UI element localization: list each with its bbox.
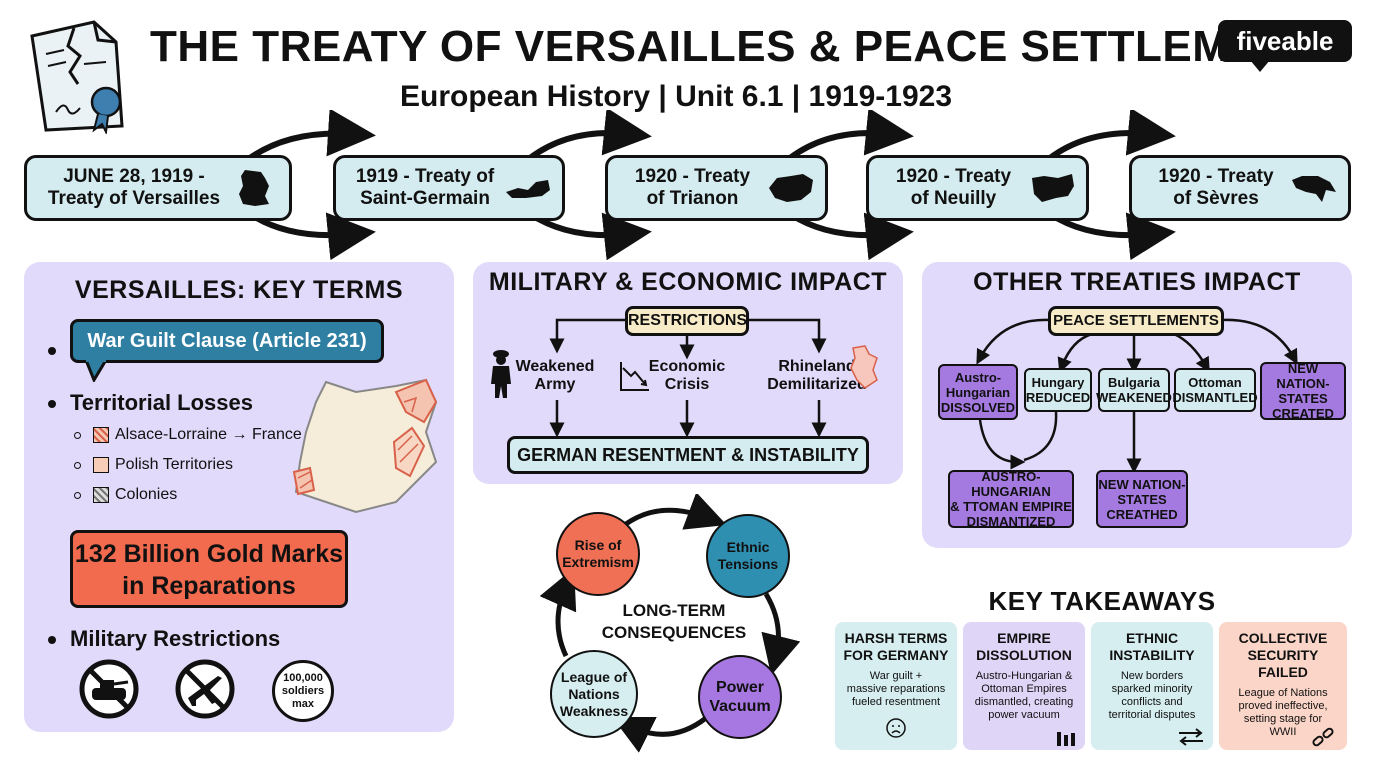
hatched-swatch-icon [93, 427, 109, 443]
timeline-treaty: Saint-Germain [360, 188, 490, 209]
declining-chart-icon [620, 362, 649, 391]
page-title: THE TREATY OF VERSAILLES & PEACE SETTLEM… [150, 22, 1349, 71]
no-aircraft-icon [175, 659, 235, 719]
timeline-date: 1920 - Treaty [1158, 166, 1274, 187]
turkey-map-icon [1292, 176, 1336, 202]
loss-item-colonies: Colonies [74, 486, 177, 504]
war-guilt-label: War Guilt Clause (Article 231) [87, 330, 367, 352]
key-takeaways-title: KEY TAKEAWAYS [988, 586, 1216, 616]
hungary-map-icon [769, 174, 813, 202]
swap-arrows-icon [1179, 728, 1203, 746]
territorial-losses-item: Territorial Losses [48, 390, 253, 416]
germany-map-icon [239, 170, 269, 206]
timeline-date: 1920 - Treaty [634, 166, 751, 187]
timeline-date: 1920 - Treaty [895, 166, 1012, 187]
soldiers-limit-badge: 100,000 soldiers max [272, 660, 334, 722]
bullet-dot [48, 342, 70, 360]
military-economic-title: MILITARY & ECONOMIC IMPACT [488, 268, 888, 296]
other-treaties-panel: OTHER TREATIES IMPACT PEACE SETTLEMENTS … [922, 262, 1352, 548]
logo-tail [1250, 60, 1270, 72]
rhineland-map-icon [850, 345, 878, 389]
timeline-treaty: of Sèvres [1173, 188, 1259, 209]
restrictions-node: RESTRICTIONS [625, 306, 749, 336]
timeline-treaty: of Trianon [646, 188, 739, 209]
treaty-document-icon [24, 14, 136, 136]
peach-swatch-icon [93, 457, 109, 473]
timeline-versailles: JUNE 28, 1919 -Treaty of Versailles [24, 155, 292, 221]
timeline-treaty: of Neuilly [910, 188, 997, 209]
war-guilt-callout: War Guilt Clause (Article 231) [70, 319, 384, 363]
brand-logo: fiveable [1218, 20, 1352, 62]
broken-chain-icon [1312, 727, 1334, 747]
no-tanks-icon [79, 659, 139, 719]
timeline-date: JUNE 28, 1919 - [63, 166, 205, 187]
callout-tail [84, 360, 108, 382]
broken-columns-icon [1057, 732, 1075, 746]
military-economic-panel: MILITARY & ECONOMIC IMPACT RESTRICTIONS … [473, 262, 903, 484]
other-treaties-title: OTHER TREATIES IMPACT [973, 268, 1301, 296]
germany-territory-map [292, 378, 438, 514]
reparations-label: in Reparations [122, 572, 296, 600]
grey-hatched-swatch-icon [93, 487, 109, 503]
page-subtitle: European History | Unit 6.1 | 1919-1923 [400, 80, 952, 113]
frown-face-icon [886, 718, 906, 738]
german-resentment-node: GERMAN RESENTMENT & INSTABILITY [507, 436, 869, 474]
bulgaria-map-icon [1032, 174, 1074, 202]
timeline-treaty: Treaty of Versailles [47, 188, 221, 209]
versailles-title: VERSAILLES: KEY TERMS [74, 276, 404, 304]
timeline-date: 1919 - Treaty of [355, 166, 495, 187]
soldier-icon [491, 350, 511, 398]
versailles-panel: VERSAILLES: KEY TERMS War Guilt Clause (… [24, 262, 454, 732]
reparations-box: 132 Billion Gold Marks in Reparations [70, 530, 348, 608]
impact-flow-lines [549, 318, 827, 438]
austria-map-icon [506, 180, 550, 198]
territorial-losses-label: Territorial Losses [70, 390, 253, 415]
military-restrictions-item: Military Restrictions [48, 626, 280, 652]
consequences-cycle-arrows [539, 494, 801, 753]
loss-item-polish: Polish Territories [74, 456, 233, 474]
loss-item-alsace: Alsace-Lorraine → France [74, 426, 302, 444]
military-restrictions-label: Military Restrictions [70, 626, 281, 651]
reparations-amount: 132 Billion Gold Marks [74, 540, 344, 568]
peace-settlements-node: PEACE SETTLEMENTS [1048, 306, 1224, 336]
